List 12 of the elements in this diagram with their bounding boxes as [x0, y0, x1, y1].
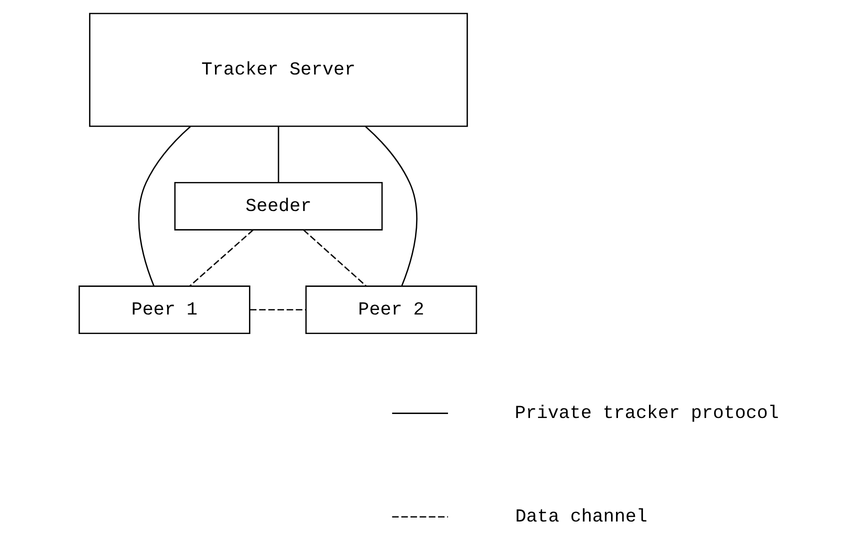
legend-label: Private tracker protocol — [514, 403, 778, 424]
node-box: Tracker Server — [88, 12, 468, 127]
connector — [249, 309, 306, 310]
connector — [302, 229, 366, 287]
connector — [138, 126, 190, 286]
node-box: Peer 1 — [78, 286, 250, 334]
node-box: Seeder — [174, 182, 382, 230]
connector — [277, 126, 279, 183]
legend-label: Data channel — [514, 506, 647, 528]
connector — [188, 229, 254, 287]
connector — [364, 126, 417, 286]
node-box: Peer 2 — [304, 286, 477, 334]
